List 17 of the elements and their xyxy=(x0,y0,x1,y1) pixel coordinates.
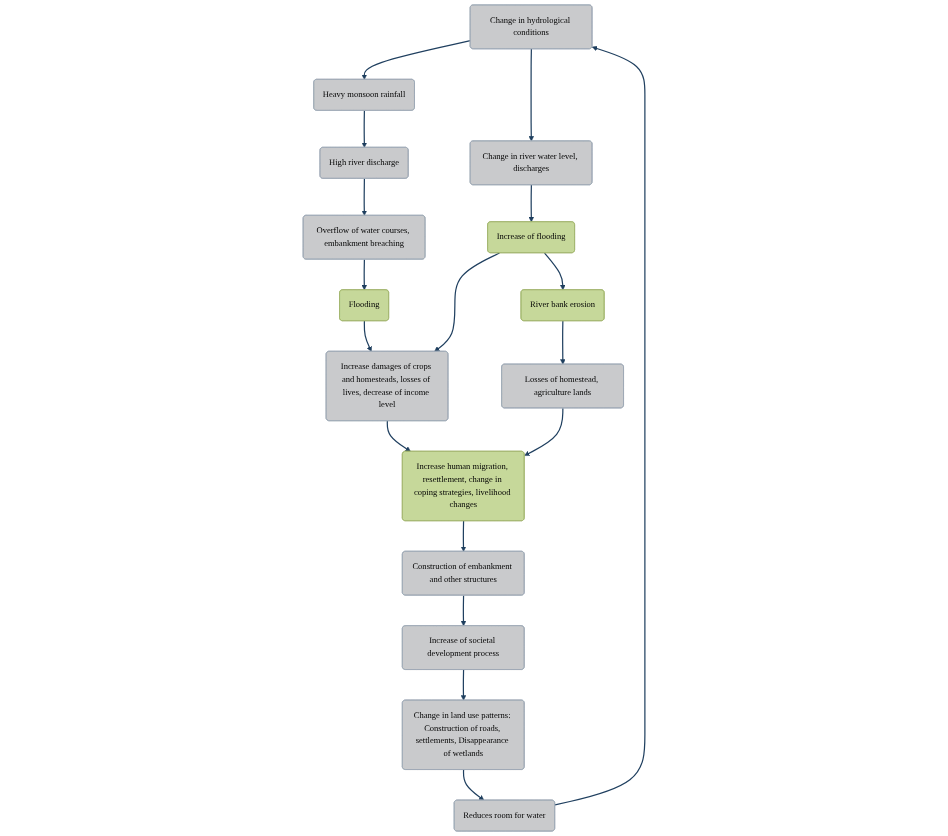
arrow xyxy=(528,184,534,223)
arrow xyxy=(460,594,467,627)
arrow xyxy=(363,320,372,352)
arrow xyxy=(460,520,467,552)
arrow xyxy=(462,769,485,801)
arrow xyxy=(543,252,566,291)
arrow xyxy=(361,110,367,148)
arrow xyxy=(554,45,646,806)
arrow xyxy=(524,407,564,456)
arrow xyxy=(361,178,367,216)
arrow xyxy=(460,669,467,701)
arrow xyxy=(361,40,472,80)
arrow xyxy=(560,320,566,365)
arrow xyxy=(434,252,501,352)
arrow xyxy=(386,420,411,452)
arrow xyxy=(361,258,367,291)
arrow xyxy=(528,48,534,142)
